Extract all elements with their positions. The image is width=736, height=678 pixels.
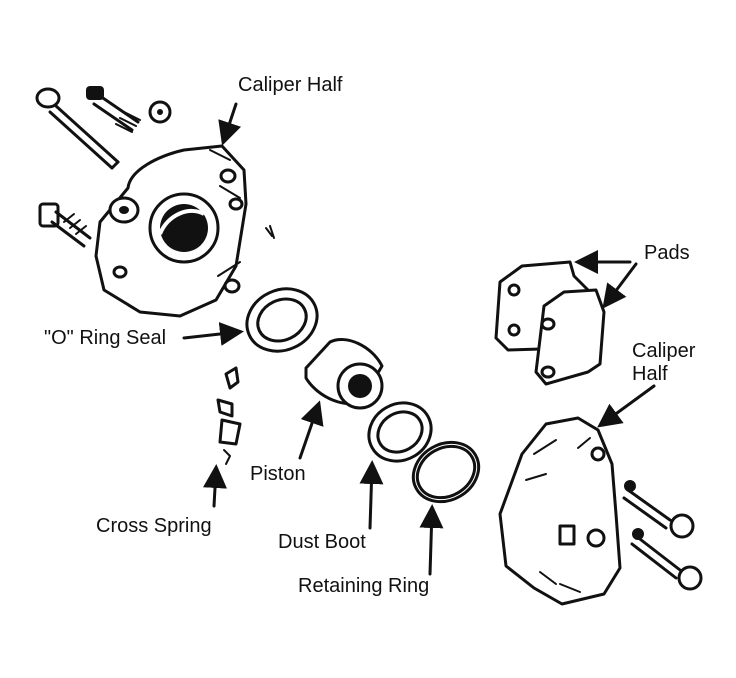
- label-caliper-half-top: Caliper Half: [238, 74, 343, 96]
- arrow-dust-boot: [359, 460, 384, 530]
- label-retaining-ring: Retaining Ring: [298, 575, 430, 597]
- lower-right-bolt-1: [622, 480, 695, 539]
- arrow-cross-spring: [203, 464, 227, 508]
- arrow-retaining-ring: [419, 504, 444, 576]
- caliper-half-upper: [94, 144, 275, 318]
- cross-spring: [216, 366, 242, 465]
- arrow-caliper-half-right: [597, 384, 656, 428]
- caliper-half-lower: [498, 416, 622, 606]
- brake-pads: [494, 260, 606, 386]
- o-ring-seal: [245, 287, 319, 353]
- upper-bolt-with-nut: [86, 86, 172, 133]
- label-cross-spring: Cross Spring: [96, 515, 212, 537]
- arrow-caliper-half-top: [218, 102, 242, 146]
- leader-arrows: [182, 102, 656, 576]
- arrow-o-ring: [182, 322, 244, 346]
- arrow-pads-2: [602, 262, 638, 309]
- lower-left-bolt: [38, 202, 92, 248]
- label-o-ring-seal: "O" Ring Seal: [44, 327, 167, 349]
- dust-boot: [367, 401, 433, 463]
- label-caliper-half-right-line2: Half: [632, 363, 668, 385]
- lower-right-bolt-2: [630, 528, 703, 591]
- piston: [304, 338, 384, 410]
- label-piston: Piston: [250, 463, 306, 485]
- label-pads: Pads: [644, 242, 690, 264]
- arrow-piston: [298, 400, 324, 460]
- label-dust-boot: Dust Boot: [278, 531, 366, 553]
- label-caliper-half-right-line1: Caliper: [632, 340, 696, 362]
- upper-bolt-long: [35, 87, 120, 170]
- retaining-ring: [411, 440, 481, 504]
